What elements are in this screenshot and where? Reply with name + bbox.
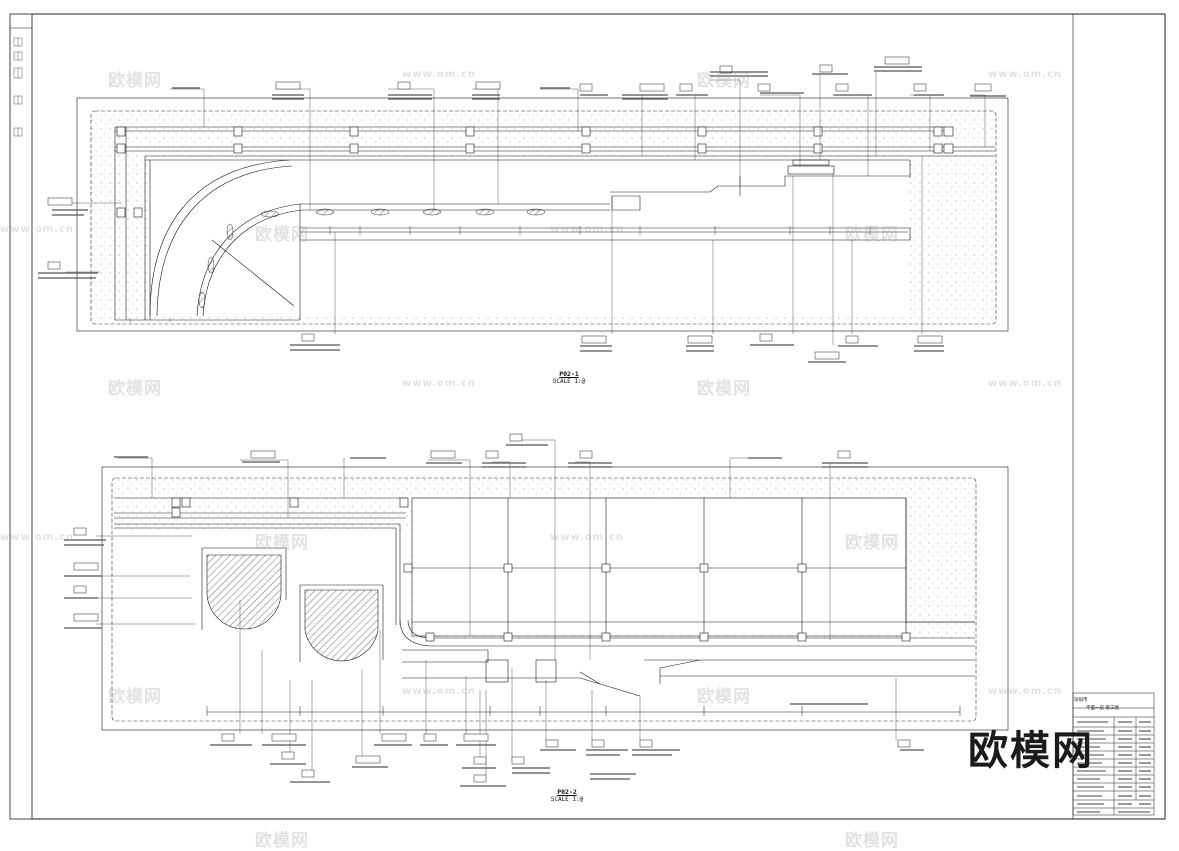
plan-2-dimension: [206, 706, 961, 716]
plan-1: [38, 56, 1009, 363]
plan-2-caption: P02-2 SCALE 1:@: [544, 788, 590, 803]
plan-1-leaders-bottom: [334, 156, 923, 345]
plan-1-planters: [198, 208, 546, 309]
plan-2: [64, 433, 1009, 787]
title-block-project: 深圳市 平面一层 施工图: [1074, 697, 1119, 711]
plan-2-scale: SCALE 1:@: [550, 796, 584, 803]
plan-1-curved-ramp: [149, 159, 610, 320]
title-block-entries: [1077, 721, 1151, 813]
plan-2-tags-bottom: [221, 733, 911, 783]
plan-2-columns: [171, 497, 911, 642]
plan-1-note-lines: [38, 66, 1006, 363]
title-block-drawing-name: 平面一层 施工图: [1086, 706, 1119, 711]
plan-2-title: P02-2: [557, 788, 577, 796]
plan-1-scale: SCALE 1:@: [552, 378, 586, 385]
plan-2-tags-top: [73, 433, 851, 622]
plan-1-tags-bottom: [301, 333, 943, 360]
title-block: [1072, 692, 1155, 816]
plan-2-leaders-bottom: [239, 600, 897, 776]
plan-1-title: P02-1: [559, 370, 579, 378]
title-block-client: 深圳市: [1074, 698, 1088, 703]
left-margin-labels: [13, 37, 23, 137]
plan-1-columns: [116, 126, 954, 218]
plan-1-caption: P02-1 SCALE 1:@: [546, 370, 592, 385]
plan-1-tags-top: [47, 56, 992, 270]
sheet-border: [9, 13, 1166, 820]
plan-2-leaders-top: [96, 439, 831, 660]
brand-logo: 欧模网: [968, 728, 1094, 774]
plan-2-arched-booths: [201, 547, 384, 662]
plan-2-note-lines: [64, 444, 924, 787]
